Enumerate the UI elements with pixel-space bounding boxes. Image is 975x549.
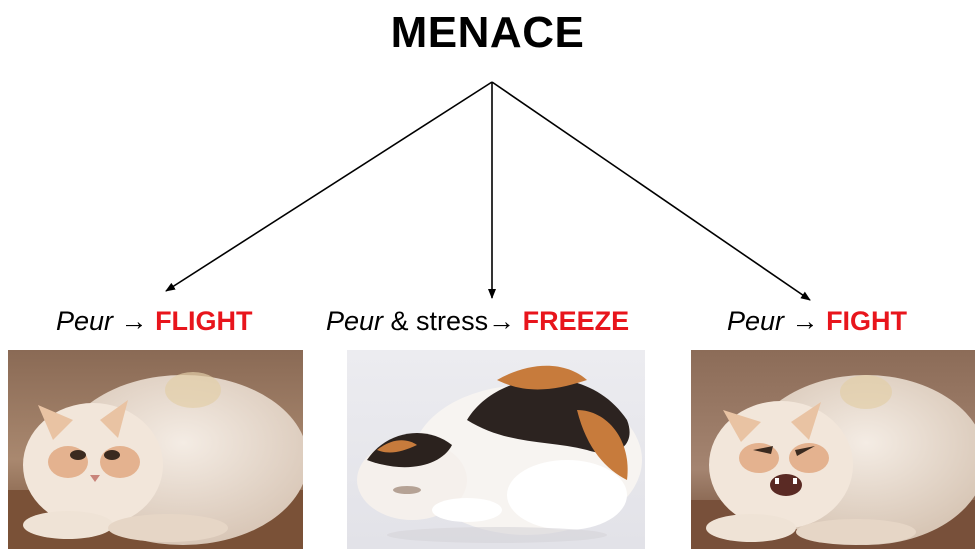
connector-text: & stress→	[383, 306, 523, 336]
hissing-cat-photo	[691, 350, 975, 549]
label-freeze: Peur & stress→ FREEZE	[326, 306, 629, 337]
response-flight: FLIGHT	[155, 306, 252, 336]
curled-calico-cat-photo	[347, 350, 645, 549]
response-fight: FIGHT	[826, 306, 907, 336]
arrow-to-flight	[166, 82, 492, 291]
fear-word: Peur	[326, 306, 383, 336]
label-fight: Peur → FIGHT	[727, 306, 907, 337]
branch-arrows	[0, 0, 975, 310]
connector-text: →	[113, 306, 155, 336]
connector-text: →	[784, 306, 826, 336]
fear-word: Peur	[727, 306, 784, 336]
fear-word: Peur	[56, 306, 113, 336]
arrow-to-fight	[492, 82, 810, 300]
label-flight: Peur → FLIGHT	[56, 306, 253, 337]
crouching-cat-photo	[8, 350, 303, 549]
response-freeze: FREEZE	[523, 306, 630, 336]
